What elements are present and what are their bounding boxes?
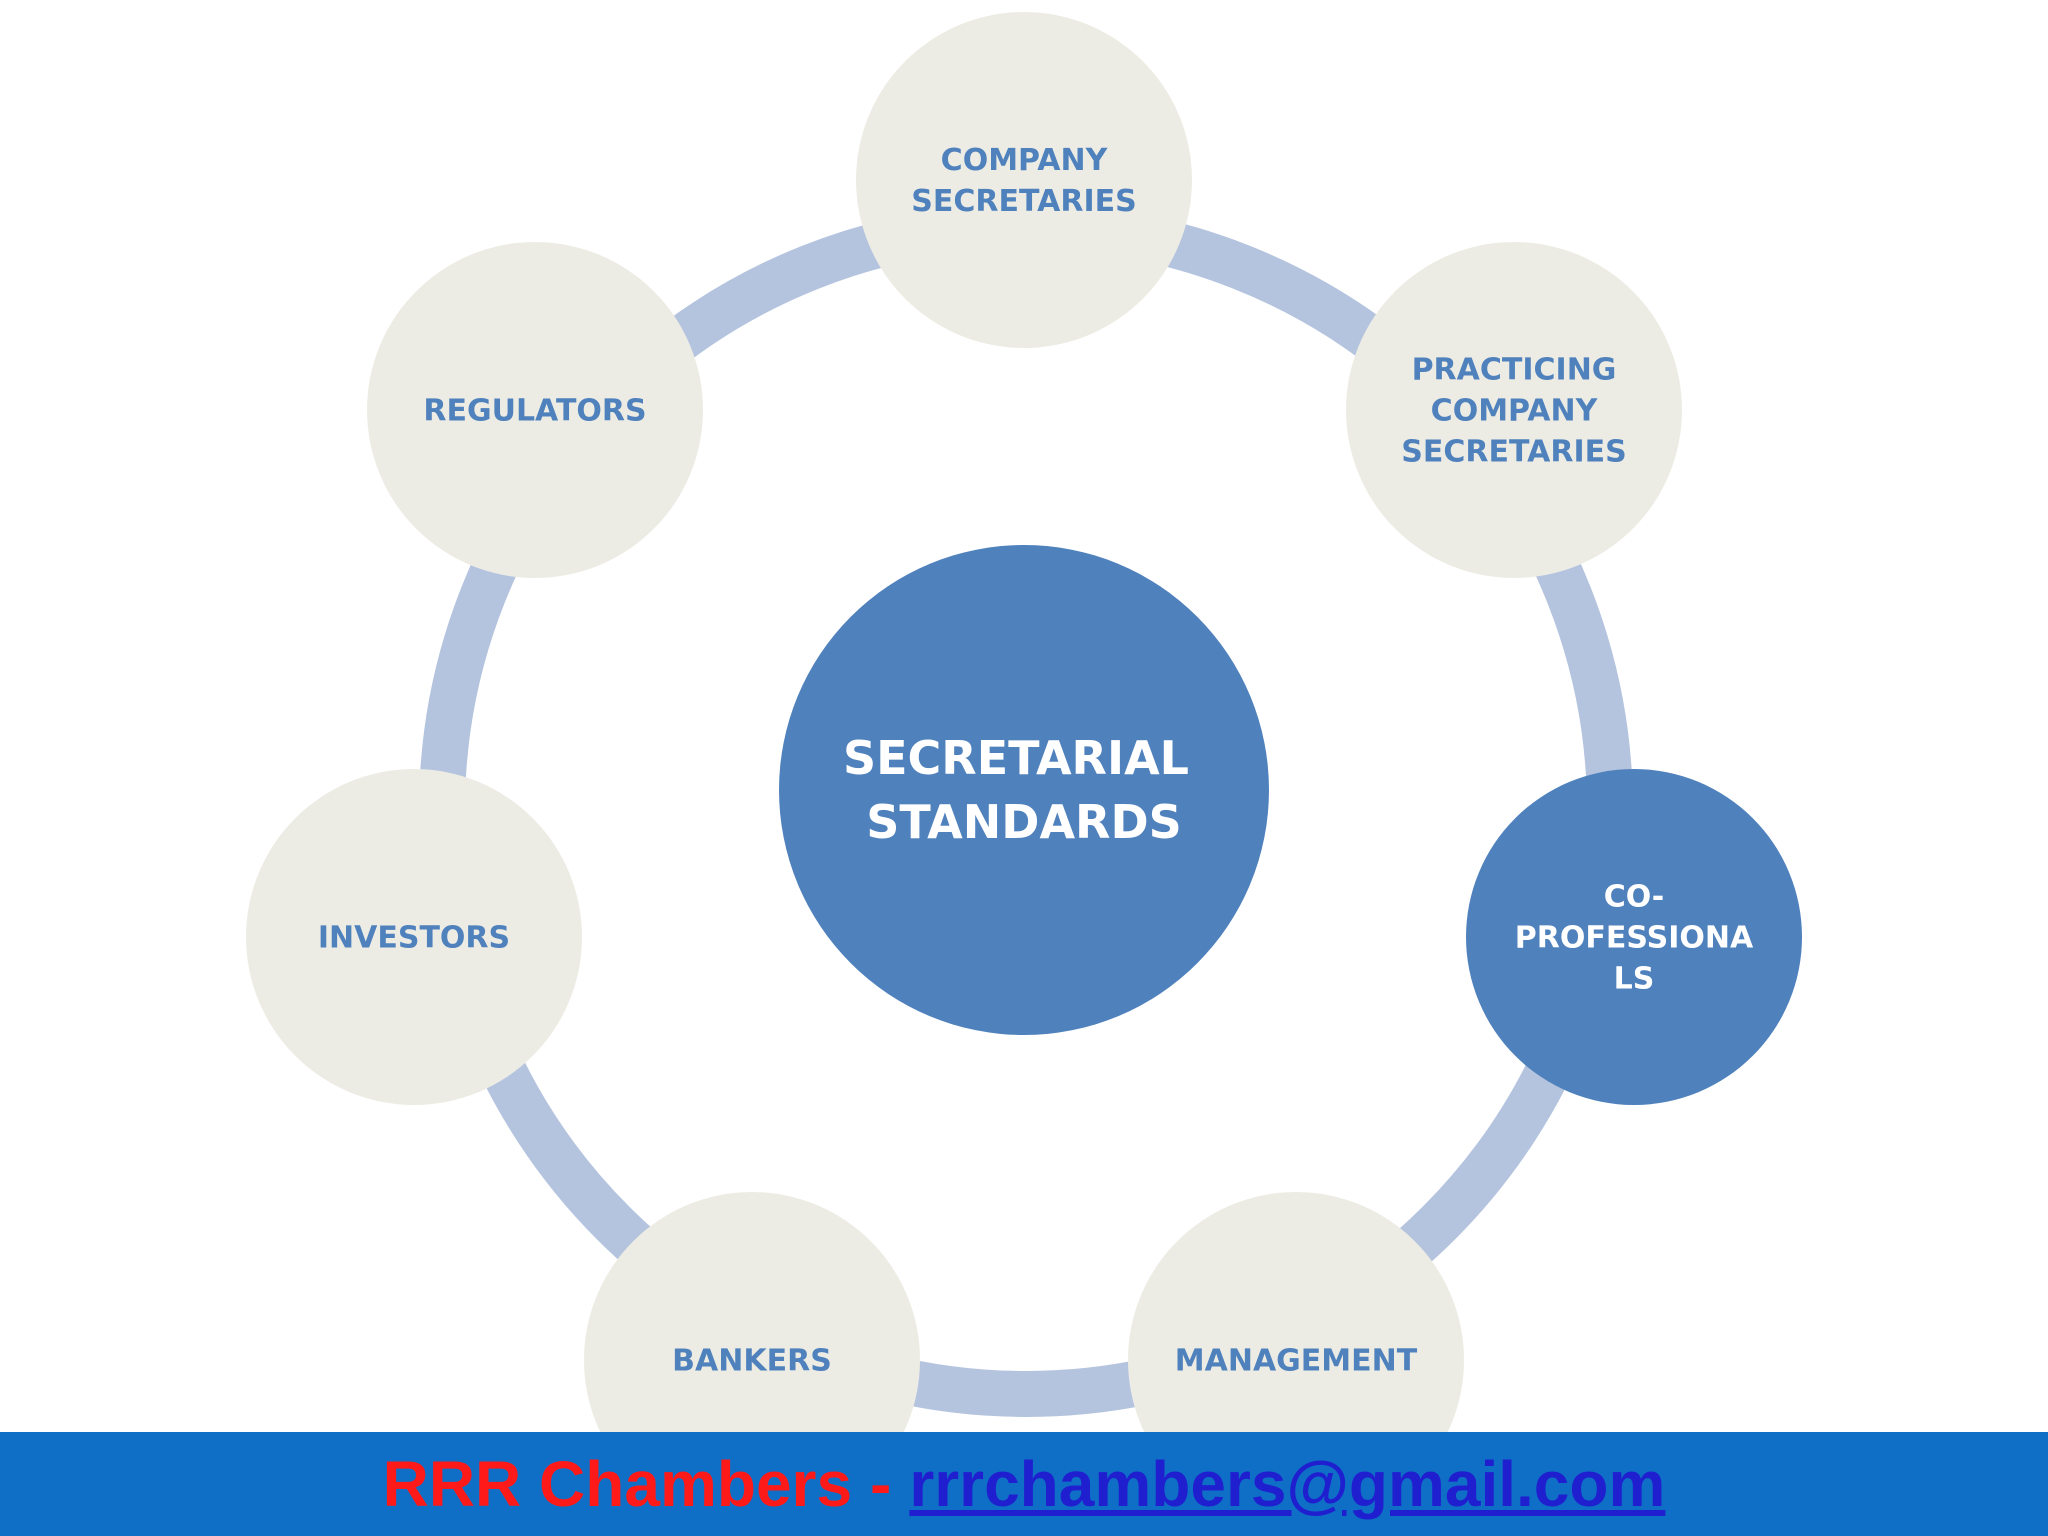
footer-email-link[interactable]: rrrchambers@gmail.com bbox=[909, 1448, 1666, 1520]
node-label: BANKERS bbox=[672, 1344, 832, 1379]
node-co-professionals: CO- PROFESSIONA LS bbox=[1466, 769, 1802, 1105]
node-label: INVESTORS bbox=[318, 921, 510, 956]
center-node-line: SECRETARIAL bbox=[843, 731, 1189, 785]
center-node: SECRETARIAL STANDARDS bbox=[779, 545, 1269, 1035]
footer-separator: - bbox=[870, 1448, 892, 1520]
node-label: CO- PROFESSIONA LS bbox=[1515, 880, 1754, 997]
node-label-line: COMPANY bbox=[1431, 394, 1599, 429]
node-label-line: LS bbox=[1614, 962, 1655, 997]
node-label: PRACTICING COMPANY SECRETARIES bbox=[1401, 353, 1626, 470]
node-label-line: PROFESSIONA bbox=[1515, 921, 1754, 956]
node-label-line: PRACTICING bbox=[1412, 353, 1617, 388]
footer-org-name: RRR Chambers bbox=[382, 1448, 853, 1520]
node-circle bbox=[246, 769, 582, 1105]
footer-banner: RRR Chambers - rrrchambers@gmail.com bbox=[0, 1432, 2048, 1536]
node-circle bbox=[856, 12, 1192, 348]
node-label-line: SECRETARIES bbox=[1401, 435, 1626, 470]
center-node-circle bbox=[779, 545, 1269, 1035]
node-circle bbox=[1346, 242, 1682, 578]
node-company-secretaries: COMPANY SECRETARIES bbox=[856, 12, 1192, 348]
node-label-line: REGULATORS bbox=[423, 394, 646, 429]
node-label-line: COMPANY bbox=[941, 143, 1109, 178]
node-label-line: MANAGEMENT bbox=[1175, 1344, 1418, 1379]
node-practicing-company-secretaries: PRACTICING COMPANY SECRETARIES bbox=[1346, 242, 1682, 578]
node-label: MANAGEMENT bbox=[1175, 1344, 1418, 1379]
center-node-label: SECRETARIAL STANDARDS bbox=[843, 731, 1205, 849]
node-investors: INVESTORS bbox=[246, 769, 582, 1105]
node-regulators: REGULATORS bbox=[367, 242, 703, 578]
node-label-line: SECRETARIES bbox=[911, 184, 1136, 219]
node-circle bbox=[1466, 769, 1802, 1105]
node-label-line: CO- bbox=[1604, 880, 1665, 915]
node-label-line: INVESTORS bbox=[318, 921, 510, 956]
node-circle bbox=[367, 242, 703, 578]
node-label: COMPANY SECRETARIES bbox=[911, 143, 1136, 219]
node-label: REGULATORS bbox=[423, 394, 646, 429]
center-node-line: STANDARDS bbox=[866, 795, 1182, 849]
node-label-line: BANKERS bbox=[672, 1344, 832, 1379]
